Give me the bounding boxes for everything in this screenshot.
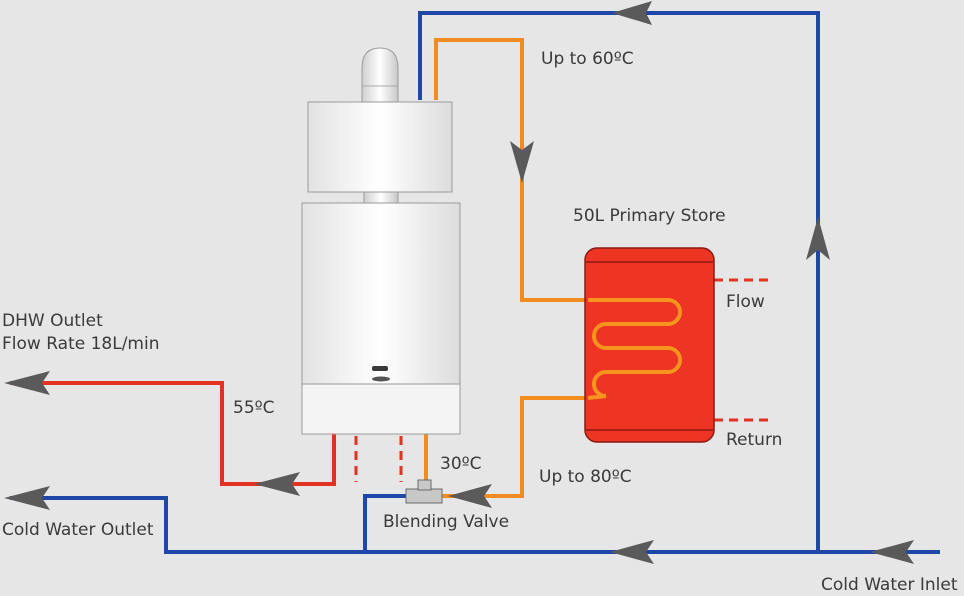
- valve-top: [417, 479, 432, 491]
- return-label: Return: [726, 430, 782, 450]
- cold-water-pipe-to-valve: [363, 494, 410, 552]
- cold-water-pipe-main: [10, 496, 818, 554]
- cold-water-pipes: [10, 11, 940, 554]
- arrow-left-icon: [870, 540, 914, 564]
- flue-connector: [363, 191, 399, 204]
- arrow-down-icon: [510, 141, 534, 183]
- primary-flow-pipe: [434, 38, 588, 302]
- top-temp-label: Up to 60ºC: [541, 49, 634, 69]
- dhw-outlet-pipe: [10, 381, 336, 486]
- blending-valve-icon: [405, 479, 443, 504]
- hot-temp-label: 55ºC: [233, 398, 275, 418]
- flow-arrows: [4, 1, 914, 564]
- cold-water-outlet-label: Cold Water Outlet: [2, 520, 154, 540]
- boiler-lower-panel: [301, 383, 461, 435]
- combi-boiler-icon: [301, 47, 461, 435]
- cold-water-pipe-loop: [418, 11, 940, 554]
- valve-body: [405, 488, 443, 504]
- arrow-up-icon: [806, 217, 830, 260]
- flue-top-box: [307, 101, 453, 193]
- dhw-outlet-label: DHW Outlet: [2, 311, 103, 331]
- store-coil: [587, 298, 682, 400]
- store-dashed-connections: [714, 278, 770, 422]
- bottom-temp-label: Up to 80ºC: [539, 467, 632, 487]
- cold-water-inlet-label: Cold Water Inlet: [821, 575, 958, 595]
- store-cylinder: [584, 247, 715, 443]
- arrow-left-icon: [612, 1, 652, 25]
- boiler-button: [372, 376, 390, 382]
- blending-valve-label: Blending Valve: [383, 512, 509, 532]
- arrow-left-icon: [448, 484, 492, 508]
- store-label: 50L Primary Store: [573, 206, 726, 226]
- flow-label: Flow: [726, 292, 765, 312]
- mix-temp-label: 30ºC: [440, 454, 482, 474]
- boiler-dashed-connections: [354, 436, 403, 482]
- dhw-flow-rate-label: Flow Rate 18L/min: [2, 334, 159, 354]
- arrow-left-icon: [4, 486, 50, 510]
- storage-cylinder-icon: [584, 247, 715, 443]
- arrow-left-icon: [254, 472, 300, 496]
- arrow-left-icon: [4, 371, 50, 395]
- boiler-display: [372, 366, 388, 371]
- arrow-left-icon: [610, 540, 654, 564]
- flue-cap: [361, 47, 399, 103]
- labels: Up to 60ºC 50L Primary Store Flow Return…: [2, 49, 958, 595]
